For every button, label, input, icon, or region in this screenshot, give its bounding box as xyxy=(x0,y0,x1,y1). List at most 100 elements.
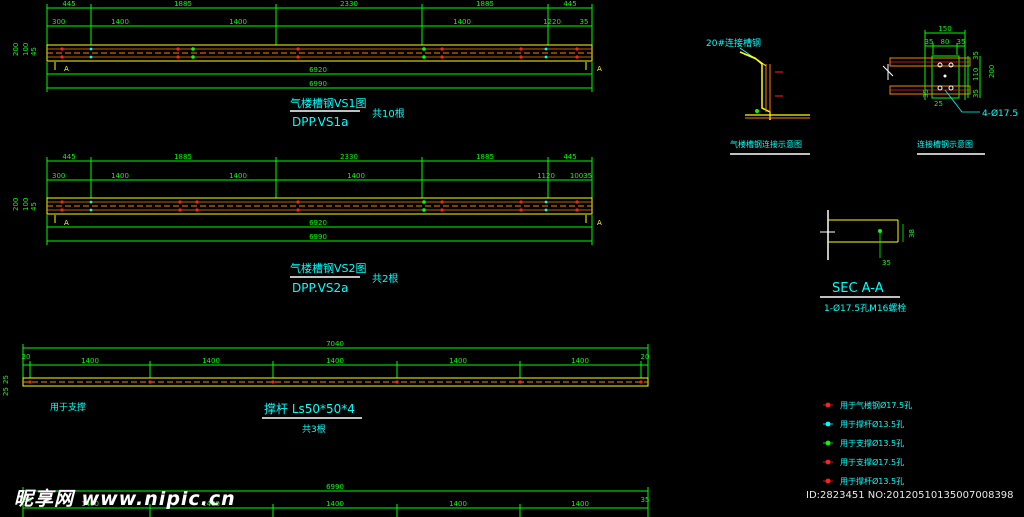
brace-sub-dim-4: 1400 xyxy=(571,357,589,365)
beam2-sub-dim-5: 10035 xyxy=(570,172,592,180)
brace-sub-dim-1: 1400 xyxy=(202,357,220,365)
beam1-left-dim-1: 100 xyxy=(22,43,30,56)
section-subtitle: 1-Ø17.5孔M16螺栓 xyxy=(824,302,906,314)
beam4-end-right: 35 xyxy=(641,496,650,504)
detail2-sub-dim-2: 35 xyxy=(957,38,966,46)
legend-marker-4 xyxy=(823,478,833,484)
section-group: 38 35 SEC A-A 1-Ø17.5孔M16螺栓 xyxy=(820,210,916,314)
beam2-sub-dim-0: 300 xyxy=(52,172,65,180)
brace-left-dim-1: 25 xyxy=(2,387,10,396)
beam1-top-dim-1: 1885 xyxy=(174,0,192,8)
beam2-tag-right: A xyxy=(597,219,602,227)
beam1-group: 445 1885 2330 1885 445 300 1400 1400 140… xyxy=(12,0,602,129)
beam1-sub-dim-3: 1400 xyxy=(453,18,471,26)
section-dim-bottom: 35 xyxy=(882,259,891,267)
beam4-sub-dim-0: 1400 xyxy=(81,500,99,508)
legend-marker-3 xyxy=(823,459,833,465)
beam2-sub-dim-3: 1400 xyxy=(347,172,365,180)
legend-marker-2 xyxy=(823,440,833,446)
beam1-tag-right: A xyxy=(597,65,602,73)
detail2-bottom-dim: 25 xyxy=(934,100,943,108)
beam1-sub-dim-4: 1220 xyxy=(543,18,561,26)
beam2-name: 气楼槽钢VS2图 xyxy=(290,261,367,275)
detail2-caption: 连接槽钢示意图 xyxy=(917,139,973,149)
beam4-end-left: 35 xyxy=(23,496,32,504)
beam2-tag-left: A xyxy=(64,219,69,227)
beam1-name: 气楼槽钢VS1图 xyxy=(290,96,367,110)
beam2-group: 445 1885 2330 1885 445 300 1400 1400 140… xyxy=(12,153,602,295)
beam1-qty: 共10根 xyxy=(372,107,405,120)
beam2-mid-dim: 6920 xyxy=(309,219,327,227)
detail1-group: 20#连接槽钢 气楼槽钢连接示意图 xyxy=(706,37,810,155)
legend-label-0: 用于气楼钢Ø17.5孔 xyxy=(840,400,912,410)
beam1-sub-dim-5: 35 xyxy=(580,18,589,26)
brace-note: 用于支撑 xyxy=(50,401,86,413)
beam4-group: 6990 35 35 1400 1400 1400 1400 1400 xyxy=(22,483,650,517)
beam2-sub-dim-2: 1400 xyxy=(229,172,247,180)
brace-sub-dim-3: 1400 xyxy=(449,357,467,365)
brace-qty: 共3根 xyxy=(302,423,326,435)
beam1-holes xyxy=(60,47,579,59)
beam2-top-dim-2: 2330 xyxy=(340,153,358,161)
detail2-right-dim-0: 35 xyxy=(972,51,980,60)
legend-label-4: 用于撑杆Ø13.5孔 xyxy=(840,476,904,486)
brace-sub-dim-2: 1400 xyxy=(326,357,344,365)
beam4-sub-dim-1: 1400 xyxy=(202,500,220,508)
beam2-holes xyxy=(60,200,579,212)
legend-label-1: 用于撑杆Ø13.5孔 xyxy=(840,419,904,429)
watermark-id: ID:2823451 NO:20120510135007008398 xyxy=(806,490,1014,501)
beam4-sub-dim-2: 1400 xyxy=(326,500,344,508)
section-dim-right: 38 xyxy=(908,229,916,238)
beam2-sub-dim-1: 1400 xyxy=(111,172,129,180)
brace-holes xyxy=(28,380,643,384)
beam1-left-dim-0: 200 xyxy=(12,43,20,56)
detail2-sub-dim-0: 35 xyxy=(925,38,934,46)
beam2-top-dim-3: 1885 xyxy=(476,153,494,161)
section-title: SEC A-A xyxy=(832,281,884,296)
brace-end-right: 20 xyxy=(641,353,650,361)
legend: 用于气楼钢Ø17.5孔用于撑杆Ø13.5孔用于支撑Ø13.5孔用于支撑Ø17.5… xyxy=(823,400,912,486)
beam4-sub-dim-4: 1400 xyxy=(571,500,589,508)
detail2-left-dim: 35 xyxy=(922,89,930,98)
brace-end-left: 20 xyxy=(22,353,31,361)
legend-label-2: 用于支撑Ø13.5孔 xyxy=(840,438,904,448)
watermark-logo: 昵享网 www.nipic.cn xyxy=(14,488,236,510)
legend-marker-0 xyxy=(823,402,833,408)
detail2-sub-dim-1: 80 xyxy=(941,38,950,46)
beam1-sub-dim-2: 1400 xyxy=(229,18,247,26)
beam2-qty: 共2根 xyxy=(372,272,398,285)
beam1-sub-dim-1: 1400 xyxy=(111,18,129,26)
beam1-top-dim-3: 1885 xyxy=(476,0,494,8)
detail2-plate xyxy=(931,55,960,99)
legend-label-3: 用于支撑Ø17.5孔 xyxy=(840,457,904,467)
beam2-top-dim-0: 445 xyxy=(62,153,75,161)
beam2-left-dim-1: 100 xyxy=(22,198,30,211)
beam2-total-dim: 6990 xyxy=(309,233,327,241)
detail2-group: 150 35 80 35 35 110 35 200 35 25 4-Ø17.5 xyxy=(882,25,1018,155)
beam2-sub-dim-4: 1120 xyxy=(537,172,555,180)
beam2-left-dim-2: 45 xyxy=(30,202,38,211)
brace-left-dim-0: 25 xyxy=(2,375,10,384)
beam1-tag-left: A xyxy=(64,65,69,73)
brace-total-dim: 7040 xyxy=(326,340,344,348)
detail1-caption: 气楼槽钢连接示意图 xyxy=(730,139,802,149)
brace-sub-dim-0: 1400 xyxy=(81,357,99,365)
beam1-total-dim: 6990 xyxy=(309,80,327,88)
detail2-right-dim-2: 35 xyxy=(972,89,980,98)
beam1-top-dim-0: 445 xyxy=(62,0,75,8)
beam1-mid-dim: 6920 xyxy=(309,66,327,74)
detail2-hole-label: 4-Ø17.5 xyxy=(982,108,1018,119)
detail2-right-dim-1: 110 xyxy=(972,68,980,81)
detail1-label: 20#连接槽钢 xyxy=(706,37,761,49)
beam4-total-dim: 6990 xyxy=(326,483,344,491)
beam2-top-dim-4: 445 xyxy=(563,153,576,161)
detail2-top-dim: 150 xyxy=(938,25,951,33)
beam1-left-dim-2: 45 xyxy=(30,47,38,56)
brace-group: 7040 20 20 1400 1400 1400 1400 1400 25 2… xyxy=(2,340,649,435)
beam4-sub-dim-3: 1400 xyxy=(449,500,467,508)
beam1-code: DPP.VS1a xyxy=(292,115,348,129)
beam1-top-dim-4: 445 xyxy=(563,0,576,8)
beam2-code: DPP.VS2a xyxy=(292,281,348,295)
